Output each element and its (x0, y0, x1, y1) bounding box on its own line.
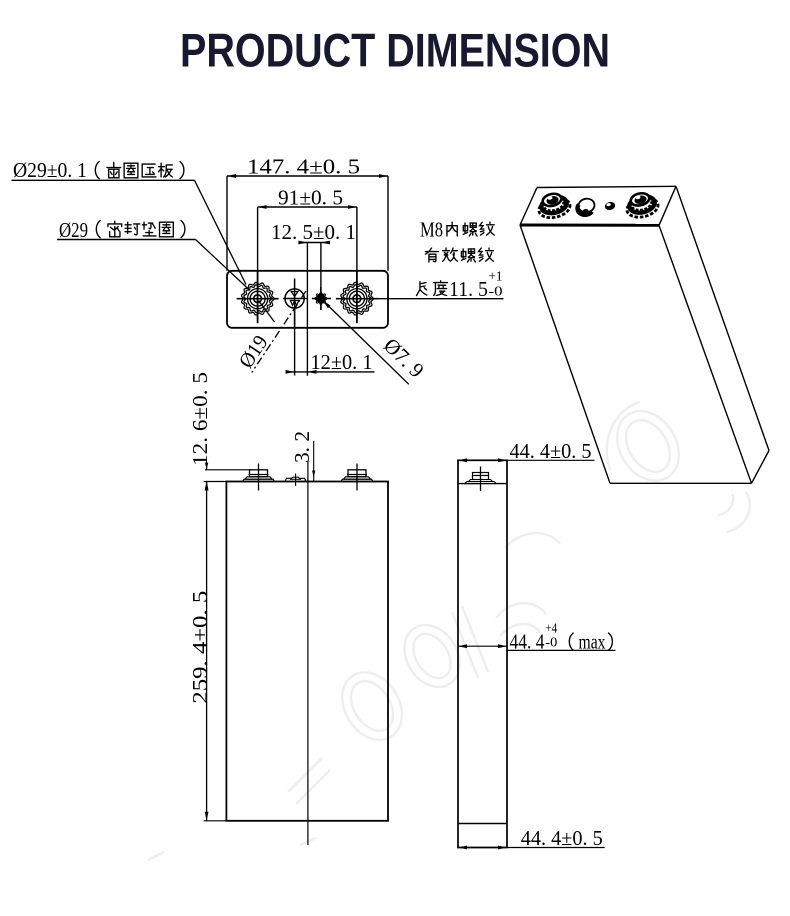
svg-text:259. 4±0. 5: 259. 4±0. 5 (188, 591, 212, 704)
svg-text:-0: -0 (489, 285, 503, 300)
svg-text:max: max (579, 630, 606, 654)
svg-text:44. 4: 44. 4 (510, 630, 545, 654)
svg-text:3. 2: 3. 2 (290, 431, 314, 463)
svg-text:Ø29: Ø29 (59, 218, 88, 242)
svg-text:+4: +4 (545, 622, 557, 637)
svg-text:PRODUCT DIMENSION: PRODUCT DIMENSION (180, 24, 610, 77)
svg-text:M8: M8 (420, 218, 443, 242)
svg-text:44. 4±0. 5: 44. 4±0. 5 (510, 439, 592, 463)
svg-text:11. 5: 11. 5 (449, 277, 488, 301)
svg-text:91±0. 5: 91±0. 5 (278, 186, 343, 210)
svg-text:-0: -0 (545, 636, 557, 651)
svg-text:44. 4±0. 5: 44. 4±0. 5 (521, 826, 603, 850)
svg-text:Ø29±0. 1: Ø29±0. 1 (13, 158, 87, 182)
svg-text:147. 4±0. 5: 147. 4±0. 5 (247, 155, 360, 179)
svg-text:12±0. 1: 12±0. 1 (311, 350, 373, 374)
svg-text:12. 6±0. 5: 12. 6±0. 5 (188, 372, 212, 466)
svg-text:+1: +1 (489, 270, 503, 285)
svg-text:12. 5±0. 1: 12. 5±0. 1 (271, 220, 356, 244)
